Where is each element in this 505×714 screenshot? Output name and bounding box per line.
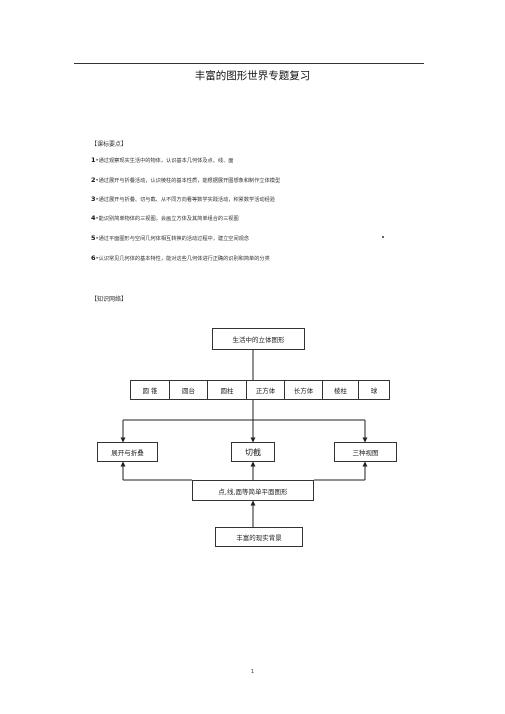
solid-cuboid: 长方体 [285, 381, 323, 399]
node-top: 生活中的立体图形 [212, 328, 305, 350]
objective-text: •通过观察现实生活中的物体，认识基本几何体及点、线、面 [95, 158, 234, 164]
header-rule [74, 63, 424, 64]
node-unfold-fold: 展开与折叠 [97, 442, 158, 462]
objective-item: 4•能识别简单物体的三视图，会画立方体及其简单组合的三视图 [91, 214, 239, 222]
objective-text: •认识常见几何体的基本特性，能对这些几何体进行正确的识别和简单的分类 [95, 256, 270, 262]
solids-row: 圆 锥 圆台 圆柱 正方体 长方体 棱柱 球 [130, 380, 390, 400]
objective-number: 5 [91, 234, 96, 242]
page-number: 1 [250, 669, 255, 675]
objective-number: 3 [91, 195, 96, 203]
solid-cube: 正方体 [247, 381, 285, 399]
objective-item: 6•认识常见几何体的基本特性，能对这些几何体进行正确的识别和简单的分类 [91, 254, 270, 262]
objective-number: 1 [91, 156, 96, 164]
objective-text: •能识别简单物体的三视图，会画立方体及其简单组合的三视图 [95, 216, 239, 222]
objective-item: 5•通过平面图形与空间几何体相互转换的活动过程中，建立空间观念 [91, 234, 249, 242]
solid-cylinder: 圆柱 [208, 381, 247, 399]
section-objectives-heading: 【课标要点】 [91, 141, 128, 148]
objective-number: 2 [91, 176, 96, 184]
page-title: 丰富的图形世界专题复习 [194, 70, 311, 82]
node-cut-section: 切截 [231, 442, 275, 462]
objective-item: 1•通过观察现实生活中的物体，认识基本几何体及点、线、面 [91, 156, 233, 164]
solid-sphere: 球 [370, 387, 378, 395]
stray-dot [382, 236, 384, 238]
objective-number: 4 [91, 214, 96, 222]
objective-text: •通过展开与折叠、切与截、从不同方向看等数学实践活动，积累数学活动经验 [95, 197, 275, 203]
node-three-views: 三种视图 [334, 442, 397, 462]
objective-text: •通过展开与折叠活动，认识棱柱的基本性质，能根据展开图想象和制作立体模型 [95, 178, 281, 184]
objective-number: 6 [91, 254, 96, 262]
solid-frustum: 圆台 [170, 381, 208, 399]
objective-item: 2•通过展开与折叠活动，认识棱柱的基本性质，能根据展开图想象和制作立体模型 [91, 176, 280, 184]
solid-cone: 圆 锥 [131, 381, 170, 399]
objective-text: •通过平面图形与空间几何体相互转换的活动过程中，建立空间观念 [95, 236, 250, 242]
node-plane-figures: 点,线,面等简单平面图形 [192, 480, 314, 501]
section-network-heading: 【知识网络】 [91, 296, 128, 303]
node-real-background: 丰富的现实背景 [215, 527, 303, 547]
solid-prism: 棱柱 [323, 381, 359, 399]
objective-item: 3•通过展开与折叠、切与截、从不同方向看等数学实践活动，积累数学活动经验 [91, 195, 275, 203]
